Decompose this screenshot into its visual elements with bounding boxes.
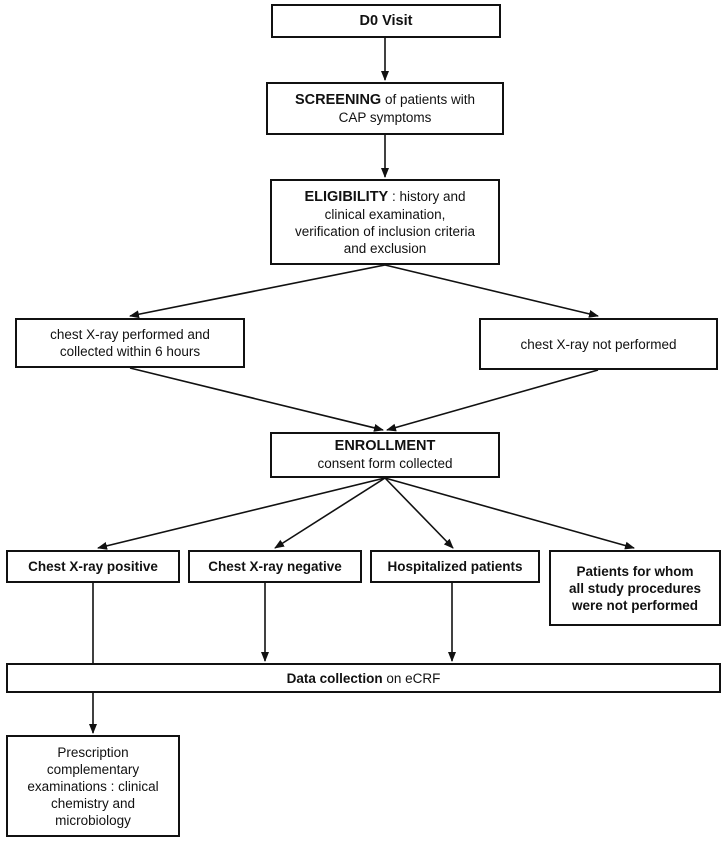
procedures-not-performed-line1: Patients for whom	[576, 563, 694, 579]
enrollment-title: ENROLLMENT	[334, 438, 436, 454]
eligibility-line4: and exclusion	[343, 240, 427, 256]
procedures-not-performed-line3: were not performed	[571, 597, 699, 613]
arrow-xray-not-performed-to-enrollment	[386, 369, 599, 432]
prescription-line4: chemistry and	[50, 795, 136, 811]
d0-visit-title: D0 Visit	[359, 12, 413, 29]
screening-rest: of patients with	[381, 92, 476, 107]
xray-performed-line2: collected within 6 hours	[59, 344, 201, 359]
data-collection-box: Data collection on eCRF	[6, 663, 721, 693]
screening-line1: SCREENING of patients with	[295, 91, 475, 109]
prescription-line1: Prescription	[57, 744, 129, 760]
prescription-line5: microbiology	[55, 812, 131, 828]
xray-not-performed-line1: chest X-ray not performed	[520, 336, 677, 352]
chest-xray-negative-label: Chest X-ray negative	[208, 559, 342, 574]
data-collection-bold: Data collection	[286, 670, 383, 686]
eligibility-box: ELIGIBILITY : history and clinical exami…	[270, 179, 500, 265]
arrow-enrollment-to-not-performed	[384, 477, 635, 550]
data-collection-line: Data collection on eCRF	[287, 670, 441, 687]
eligibility-line3: verification of inclusion criteria	[294, 223, 476, 239]
chest-xray-positive-box: Chest X-ray positive	[6, 550, 180, 583]
xray-performed-line1: chest X-ray performed and	[50, 327, 210, 342]
enrollment-box: ENROLLMENT consent form collected	[270, 432, 500, 478]
hospitalized-patients-box: Hospitalized patients	[370, 550, 540, 583]
arrow-xray-performed-to-enrollment	[129, 367, 384, 432]
enrollment-line2: consent form collected	[317, 456, 453, 471]
prescription-box: Prescription complementary examinations …	[6, 735, 180, 837]
prescription-line2: complementary	[46, 761, 140, 777]
xray-performed-box: chest X-ray performed and collected with…	[15, 318, 245, 368]
screening-box: SCREENING of patients with CAP symptoms	[266, 82, 504, 135]
arrow-enrollment-to-hospitalized	[384, 477, 454, 549]
arrow-enrollment-to-positive	[97, 477, 386, 550]
eligibility-line2: clinical examination,	[324, 206, 446, 222]
d0-visit-box: D0 Visit	[271, 4, 501, 38]
eligibility-line1: ELIGIBILITY : history and	[304, 188, 465, 206]
procedures-not-performed-line2: all study procedures	[568, 580, 702, 596]
data-collection-rest: on eCRF	[382, 670, 441, 686]
procedures-not-performed-box: Patients for whom all study procedures w…	[549, 550, 721, 626]
arrow-eligibility-to-xray-not-performed	[384, 264, 599, 318]
prescription-line3: examinations : clinical	[27, 778, 159, 794]
eligibility-bold: ELIGIBILITY	[304, 188, 389, 205]
xray-not-performed-box: chest X-ray not performed	[479, 318, 718, 370]
chest-xray-negative-box: Chest X-ray negative	[188, 550, 362, 583]
chest-xray-positive-label: Chest X-ray positive	[28, 559, 158, 574]
arrow-enrollment-to-negative	[274, 477, 386, 549]
screening-bold: SCREENING	[294, 92, 382, 108]
arrow-eligibility-to-xray-performed	[129, 264, 386, 319]
hospitalized-patients-label: Hospitalized patients	[387, 559, 523, 574]
screening-line2: CAP symptoms	[338, 110, 432, 125]
eligibility-rest: : history and	[388, 188, 466, 204]
